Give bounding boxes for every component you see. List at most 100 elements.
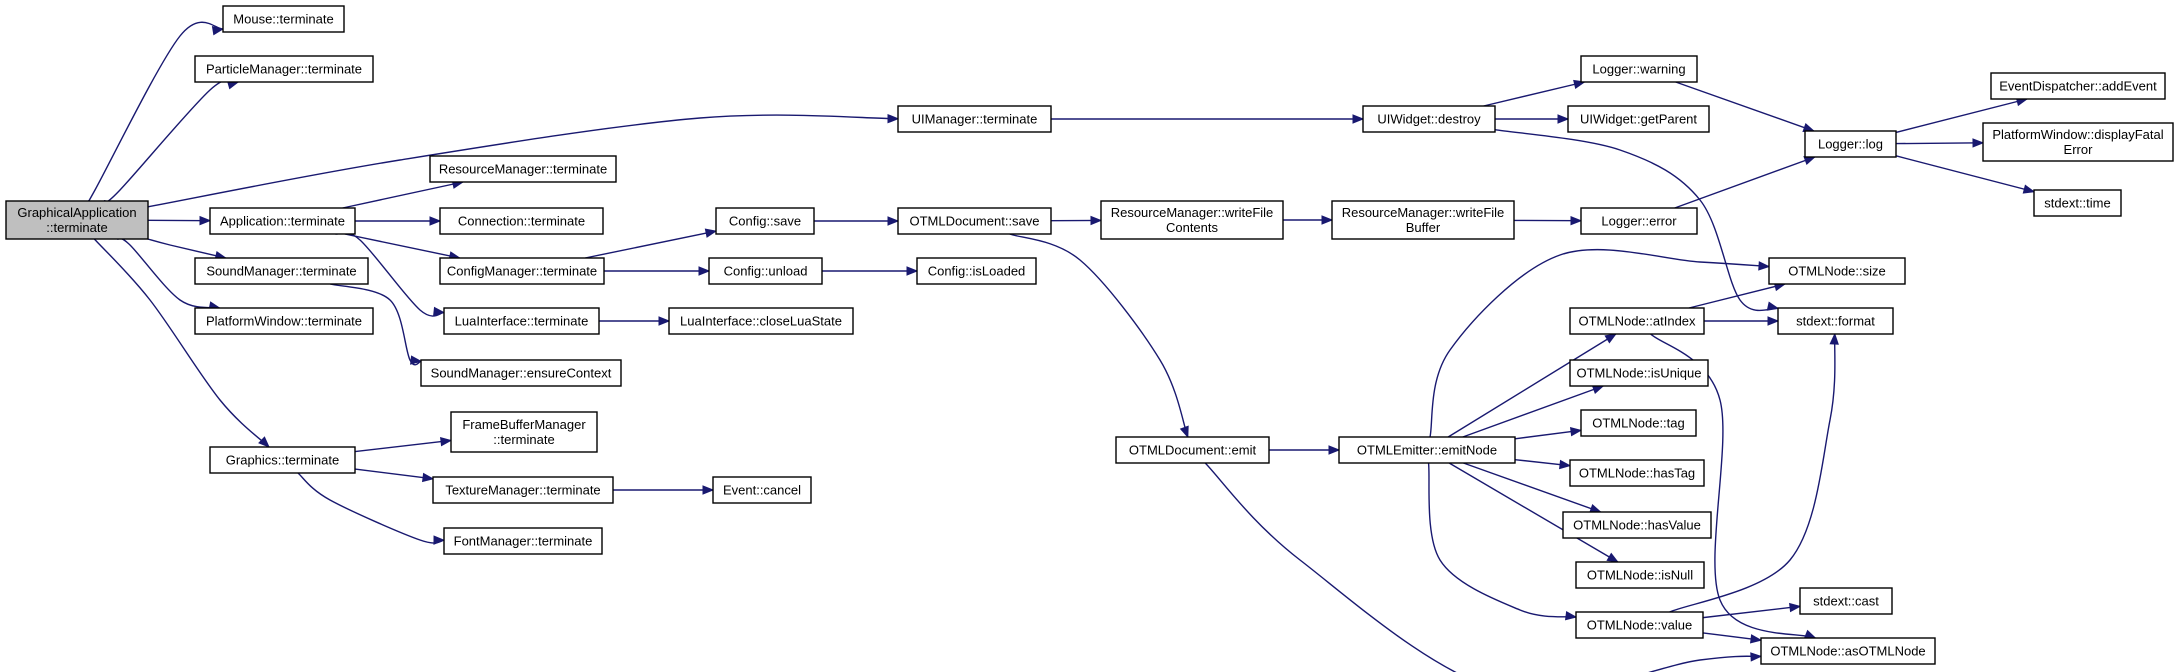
node-resterm[interactable]: ResourceManager::terminate [429,155,617,183]
node-cfgunload[interactable]: Config::unload [708,257,823,285]
arrowhead [258,436,270,448]
node-label: SoundManager::terminate [206,264,356,279]
node-box [1768,257,1906,285]
edge-logwarn-to-loglog [1675,81,1815,132]
node-label: Error [2064,142,2094,157]
node-box [1580,55,1698,83]
node-label: EventDispatcher::addEvent [1999,79,2157,94]
node-box [443,307,600,335]
arrowhead [1766,301,1780,311]
node-otntag[interactable]: OTMLNode::tag [1580,409,1697,437]
node-root[interactable]: GraphicalApplication::terminate [5,200,149,240]
node-cfgmterm[interactable]: ConfigManager::terminate [439,257,605,285]
arrowhead [1758,261,1771,271]
node-otnnull[interactable]: OTMLNode::isNull [1575,561,1705,589]
node-label: OTMLNode::size [1788,264,1886,279]
node-otnhasval[interactable]: OTMLNode::hasValue [1562,511,1712,539]
arrowhead [1767,316,1780,326]
node-label: LuaInterface::closeLuaState [680,314,842,329]
edge-root-to-uimgr [147,114,899,208]
edge-otnvalue-to-stformat [1669,333,1836,613]
node-label: LuaInterface::terminate [455,314,589,329]
node-uiwparent[interactable]: UIWidget::getParent [1567,105,1710,133]
node-label: Config::save [729,214,801,229]
node-box [443,527,603,555]
node-mouse[interactable]: Mouse::terminate [222,5,345,33]
node-label: OTMLNode::hasTag [1579,466,1695,481]
node-box [209,446,356,474]
arrowhead [1591,385,1605,395]
node-label: Event::cancel [723,483,801,498]
node-logerr[interactable]: Logger::error [1580,207,1698,235]
node-box [1569,359,1709,387]
node-label: SoundManager::ensureContext [431,366,612,381]
node-luaterm[interactable]: LuaInterface::terminate [443,307,600,335]
node-stcast[interactable]: stdext::cast [1799,587,1893,615]
node-label: OTMLNode::isNull [1587,568,1693,583]
node-loglog[interactable]: Logger::log [1804,130,1897,158]
arrowhead [1179,425,1189,439]
arrowhead [1749,634,1763,644]
node-box [209,207,356,235]
node-fontterm[interactable]: FontManager::terminate [443,527,603,555]
arrowhead [1570,215,1583,226]
node-label: OTMLNode::isUnique [1577,366,1702,381]
node-otnhastag[interactable]: OTMLNode::hasTag [1569,459,1705,487]
arrowhead [1559,459,1572,470]
node-pwterm[interactable]: PlatformWindow::terminate [194,307,374,335]
node-gfxterm[interactable]: Graphics::terminate [209,446,356,474]
node-appterm[interactable]: Application::terminate [209,207,356,235]
arrowhead [199,215,212,226]
node-otnsize[interactable]: OTMLNode::size [1768,257,1906,285]
node-sndctx[interactable]: SoundManager::ensureContext [420,359,622,387]
node-texterm[interactable]: TextureManager::terminate [432,476,614,504]
node-box [1580,207,1698,235]
node-label: OTMLNode::asOTMLNode [1770,644,1925,659]
node-cfgsave[interactable]: Config::save [715,207,815,235]
node-label: Graphics::terminate [226,453,339,468]
node-box [708,257,823,285]
node-label: Application::terminate [220,214,345,229]
node-luaclose[interactable]: LuaInterface::closeLuaState [668,307,854,335]
node-box [1567,105,1710,133]
node-otnvalue[interactable]: OTMLNode::value [1575,611,1704,639]
node-fbterm[interactable]: FrameBufferManager::terminate [450,411,598,453]
node-otnasotml[interactable]: OTMLNode::asOTMLNode [1760,637,1936,665]
node-label: UIWidget::destroy [1377,112,1481,127]
node-otnuniq[interactable]: OTMLNode::isUnique [1569,359,1709,387]
node-label: PlatformWindow::displayFatal [1992,127,2163,142]
node-connterm[interactable]: Connection::terminate [439,207,604,235]
node-box [429,155,617,183]
arrowhead [702,485,715,495]
arrowhead [1803,156,1817,166]
node-evcancel[interactable]: Event::cancel [712,476,812,504]
arrowhead [429,216,442,226]
node-otnatidx[interactable]: OTMLNode::atIndex [1569,307,1705,335]
node-stformat[interactable]: stdext::format [1777,307,1894,335]
node-label: UIManager::terminate [912,112,1038,127]
node-cfgloaded[interactable]: Config::isLoaded [916,257,1037,285]
arrowhead [704,228,718,238]
node-box [1569,459,1705,487]
node-box [1575,611,1704,639]
node-uiwdestroy[interactable]: UIWidget::destroy [1362,105,1496,133]
node-label: PlatformWindow::terminate [206,314,362,329]
node-logwarn[interactable]: Logger::warning [1580,55,1698,83]
node-box [897,105,1052,133]
node-otdemit[interactable]: OTMLDocument::emit [1115,436,1270,464]
node-sndterm[interactable]: SoundManager::terminate [194,257,369,285]
arrowhead [658,316,671,326]
node-label: Connection::terminate [458,214,585,229]
node-otemit[interactable]: OTMLEmitter::emitNode [1338,436,1516,464]
arrowhead [1604,333,1617,344]
node-box [432,476,614,504]
node-evadd[interactable]: EventDispatcher::addEvent [1990,72,2166,100]
node-particle[interactable]: ParticleManager::terminate [194,55,374,83]
node-uimgr[interactable]: UIManager::terminate [897,105,1052,133]
edge-loglog-to-pwdisp [1895,142,1984,145]
node-otdsave[interactable]: OTMLDocument::save [897,207,1052,235]
node-sttime[interactable]: stdext::time [2033,189,2122,217]
